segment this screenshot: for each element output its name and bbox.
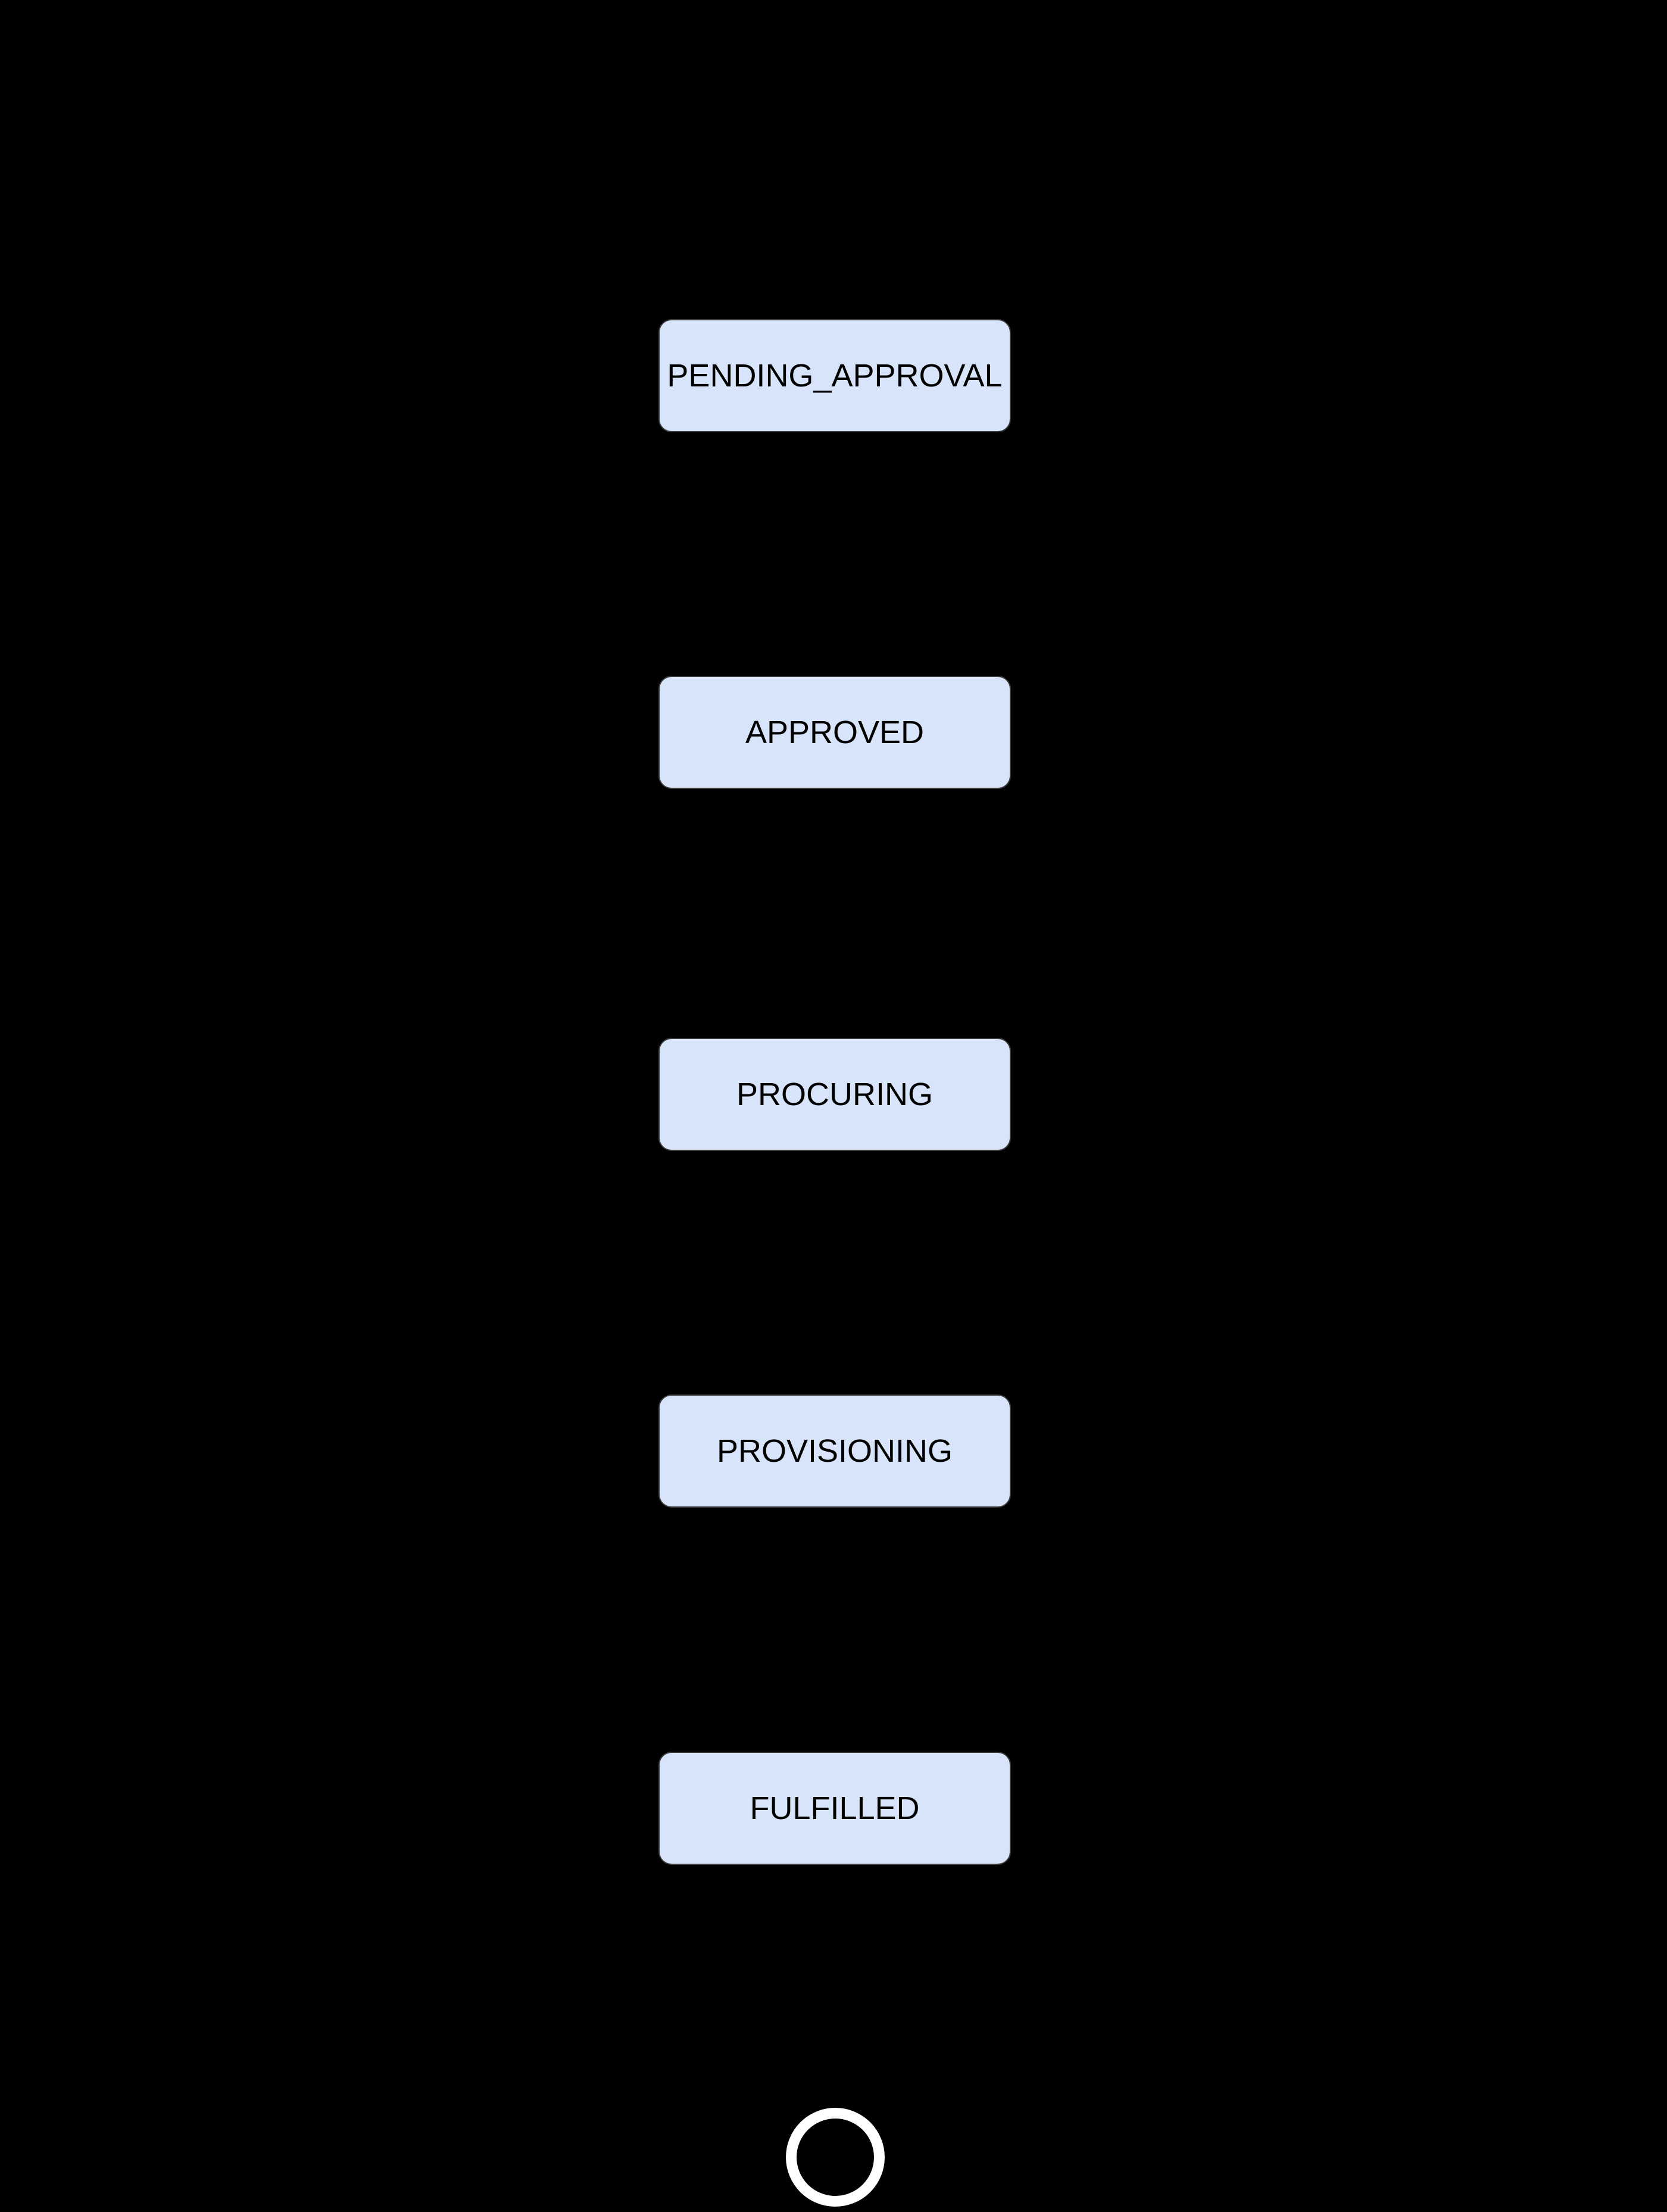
state-node-approved: APPROVED [658,676,1011,789]
state-label-provisioning: PROVISIONING [716,1433,953,1469]
state-node-fulfilled: FULFILLED [658,1752,1011,1865]
final-state-circle-icon [786,2108,885,2207]
state-node-provisioning: PROVISIONING [658,1394,1011,1508]
state-label-fulfilled: FULFILLED [750,1790,920,1826]
state-node-procuring: PROCURING [658,1038,1011,1151]
state-node-pending-approval: PENDING_APPROVAL [658,319,1011,432]
state-label-approved: APPROVED [745,715,925,750]
state-label-procuring: PROCURING [736,1077,933,1112]
state-label-pending-approval: PENDING_APPROVAL [667,358,1003,394]
